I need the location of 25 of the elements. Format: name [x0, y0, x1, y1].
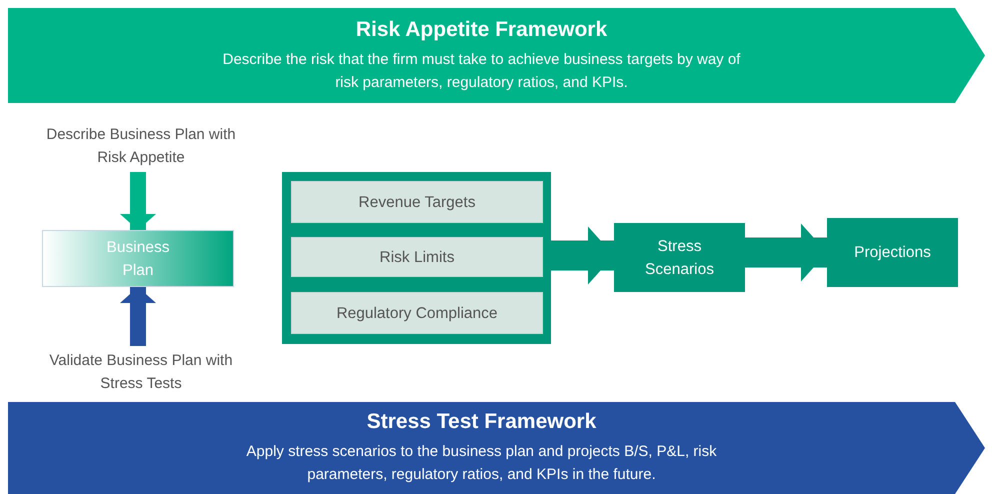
process-box	[291, 292, 543, 334]
block-arrow	[745, 224, 827, 282]
caption-text: Validate Business Plan with Stress Tests	[46, 348, 236, 396]
banner	[8, 8, 985, 103]
box-label: Regulatory Compliance	[336, 304, 498, 324]
group-box	[282, 172, 551, 344]
banner-title: Risk Appetite Framework	[356, 18, 608, 42]
block-arrow	[120, 287, 156, 346]
box-label: Business Plan	[106, 238, 170, 280]
box-label: Projections	[854, 243, 931, 263]
process-box	[291, 237, 543, 277]
box-label: Stress Scenarios	[644, 236, 715, 280]
banner-title: Stress Test Framework	[366, 410, 596, 434]
caption-text: Describe Business Plan with Risk Appetite	[46, 122, 236, 170]
process-box	[827, 218, 958, 287]
box-label: Risk Limits	[380, 248, 454, 268]
block-arrow	[120, 172, 156, 230]
block-arrow	[551, 226, 614, 284]
box-label: Revenue Targets	[358, 192, 476, 212]
banner	[8, 402, 985, 494]
process-box	[614, 223, 745, 292]
process-box	[291, 181, 543, 223]
banner-description: Describe the risk that the firm must take to achieve business targets by way of risk parameters, regulatory ratios, and KPIs.	[222, 50, 742, 92]
process-box	[42, 230, 234, 287]
banner-description: Apply stress scenarios to the business plan and projects B/S, P&L, risk parameters, regulatory ratios, and KPIs in the future.	[245, 442, 718, 485]
